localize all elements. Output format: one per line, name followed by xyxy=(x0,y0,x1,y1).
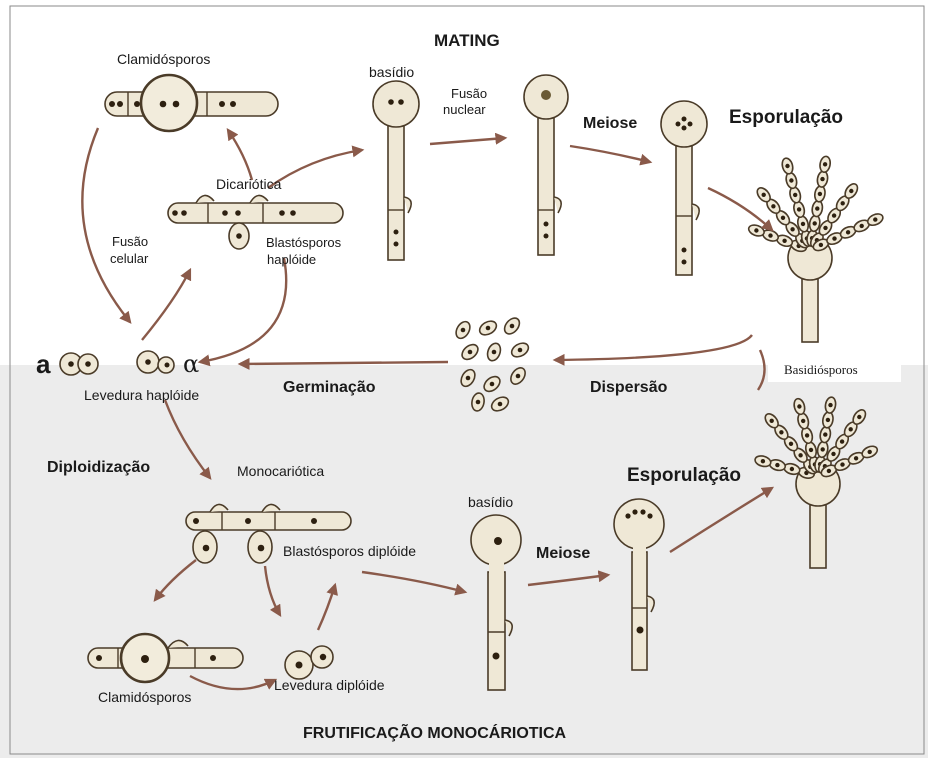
top-chain-spore-nucleus xyxy=(873,217,877,221)
top-chain-spore-nucleus xyxy=(841,201,845,205)
top-chain-spore-nucleus xyxy=(762,193,766,197)
bottom-chain-spore-nucleus xyxy=(779,430,783,434)
bottom-chain-spore-nucleus xyxy=(801,419,805,423)
mating-type-a: a xyxy=(36,349,51,379)
top-chain-spore-nucleus xyxy=(768,233,772,237)
dispersed-spore-nucleus xyxy=(476,400,481,405)
bottom-chain-spore-nucleus xyxy=(770,419,774,423)
bottom-chain-spore-nucleus xyxy=(827,469,831,473)
monokaryotic-label: Monocariótica xyxy=(237,463,324,479)
haploid-blastospores-label-1: Blastósporos xyxy=(266,235,342,250)
nuclear-fusion-label-1: Fusão xyxy=(451,86,487,101)
diploid-blastospores-label: Blastósporos diplóide xyxy=(283,543,416,559)
bottom-chain-spore-nucleus xyxy=(761,459,765,463)
top-chain-spore-nucleus xyxy=(823,162,827,166)
mating-type-alpha: α xyxy=(183,350,199,378)
bottom-chain-spore-nucleus xyxy=(775,463,779,467)
basidium-label-top: basídio xyxy=(369,64,414,80)
monokaryotic-fruiting-title: FRUTIFICAÇÃO MONOCÁRIOTICA xyxy=(303,722,567,742)
meiosis-label-bottom: Meiose xyxy=(536,545,590,562)
bottom-chain-spore-nucleus xyxy=(790,467,794,471)
dispersed-spore-nucleus xyxy=(518,348,523,353)
top-chain-spore-nucleus xyxy=(797,207,801,211)
bottom-chain-spore-nucleus xyxy=(789,442,793,446)
top-chain-spore-nucleus xyxy=(790,227,794,231)
dispersed-spore-nucleus xyxy=(498,402,503,407)
dikaryotic-label: Dicariótica xyxy=(216,176,282,192)
sporulation-label-bottom: Esporulação xyxy=(627,465,741,486)
top-chain-spore-nucleus xyxy=(818,192,822,196)
dispersed-spore-nucleus xyxy=(468,350,473,355)
top-chain-spore-nucleus xyxy=(781,216,785,220)
bottom-chain-spore-nucleus xyxy=(840,439,844,443)
top-chain-spore-nucleus xyxy=(832,236,836,240)
dispersal-label: Dispersão xyxy=(590,379,668,396)
bottom-chain-spore-nucleus xyxy=(828,403,832,407)
diploid-yeast-label: Levedura diplóide xyxy=(274,677,385,693)
chlamydospores-label-top: Clamidósporos xyxy=(117,51,210,67)
bottom-chain-spore-nucleus xyxy=(821,447,825,451)
dispersed-spore-nucleus xyxy=(461,328,466,333)
top-chain-spore-nucleus xyxy=(793,193,797,197)
top-chain-spore-nucleus xyxy=(813,221,817,225)
top-chain-spore-nucleus xyxy=(860,224,864,228)
bottom-chain-spore-nucleus xyxy=(868,450,872,454)
dispersed-spore-nucleus xyxy=(510,324,515,329)
bottom-chain-spore-nucleus xyxy=(840,462,844,466)
top-chain-spore-nucleus xyxy=(815,206,819,210)
top-chain-spore-nucleus xyxy=(801,222,805,226)
cell-fusion-label-1: Fusão xyxy=(112,234,148,249)
top-chain-spore-nucleus xyxy=(819,243,823,247)
haploid-yeast-label: Levedura haplóide xyxy=(84,387,199,403)
dispersed-spore-nucleus xyxy=(486,326,491,331)
germination-label: Germinação xyxy=(283,379,376,396)
sporulation-label-top: Esporulação xyxy=(729,107,843,128)
bottom-chain-spore-nucleus xyxy=(823,432,827,436)
dispersed-spore-nucleus xyxy=(490,382,495,387)
mating-title: MATING xyxy=(434,31,500,50)
top-chain-spore-nucleus xyxy=(820,177,824,181)
top-chain-spore-nucleus xyxy=(849,189,853,193)
bottom-chain-spore-nucleus xyxy=(831,452,835,456)
top-chain-spore-nucleus xyxy=(832,213,836,217)
dispersed-spore-nucleus xyxy=(466,376,471,381)
cell-fusion-label-2: celular xyxy=(110,251,149,266)
diploidization-label: Diploidização xyxy=(47,459,150,476)
bottom-chain-spore-nucleus xyxy=(809,448,813,452)
bottom-chain-spore-nucleus xyxy=(805,433,809,437)
top-chain-spore-nucleus xyxy=(823,226,827,230)
basidiospores-label: Basidiósporos xyxy=(784,362,858,377)
nuclear-fusion-label-2: nuclear xyxy=(443,102,486,117)
top-chain-spore-nucleus xyxy=(754,228,758,232)
bottom-chain-spore-nucleus xyxy=(857,415,861,419)
bottom-chain-spore-nucleus xyxy=(849,427,853,431)
top-chain-spore-nucleus xyxy=(789,178,793,182)
dispersed-spore-nucleus xyxy=(516,374,521,379)
bottom-chain-spore-nucleus xyxy=(797,404,801,408)
bottom-chain-spore-nucleus xyxy=(854,456,858,460)
basidium-label-bottom: basídio xyxy=(468,494,513,510)
meiosis-label-top: Meiose xyxy=(583,115,637,132)
haploid-blastospores-label-2: haplóide xyxy=(267,252,316,267)
top-chain-spore-nucleus xyxy=(771,204,775,208)
top-chain-spore-nucleus xyxy=(785,164,789,168)
bottom-chain-spore-nucleus xyxy=(798,453,802,457)
dispersed-spore-nucleus xyxy=(492,350,497,355)
bottom-chain-spore-nucleus xyxy=(826,418,830,422)
top-chain-spore-nucleus xyxy=(846,230,850,234)
top-chain-spore-nucleus xyxy=(782,239,786,243)
chlamydospores-label-bottom: Clamidósporos xyxy=(98,689,191,705)
haploid-yeast-a xyxy=(60,353,98,375)
